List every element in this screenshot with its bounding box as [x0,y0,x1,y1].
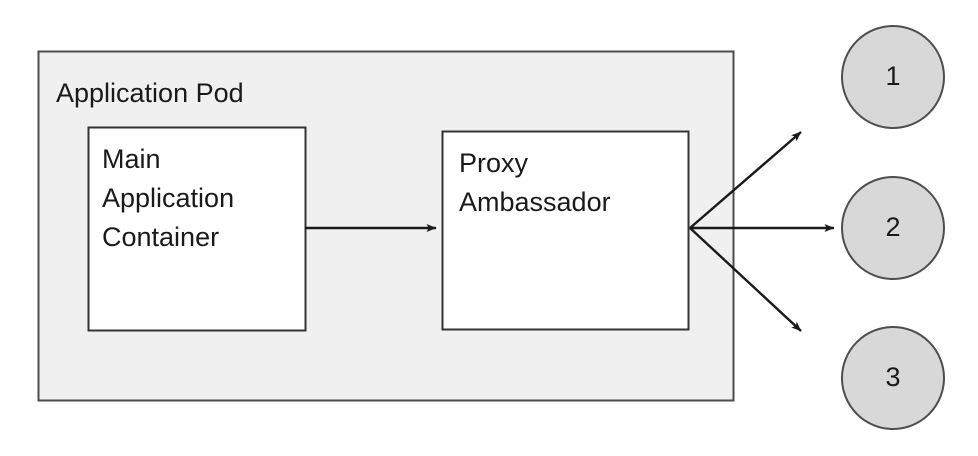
connector-proxy-to-service-3 [689,227,802,332]
service-label-3: 3 [885,362,901,392]
service-circle-1 [841,25,945,129]
service-label-1: 1 [885,61,901,91]
service-circle-2 [841,176,945,280]
proxy-ambassador-label: Proxy Ambassador [459,148,611,217]
service-circle-3 [841,326,945,430]
main-application-container-label: Main Application Container [102,144,235,252]
main-application-container-box [87,126,307,332]
service-label-2: 2 [885,212,901,242]
proxy-ambassador-box [441,130,690,331]
connector-proxy-to-service-1 [689,131,802,229]
application-pod-label: Application Pod [56,78,244,108]
